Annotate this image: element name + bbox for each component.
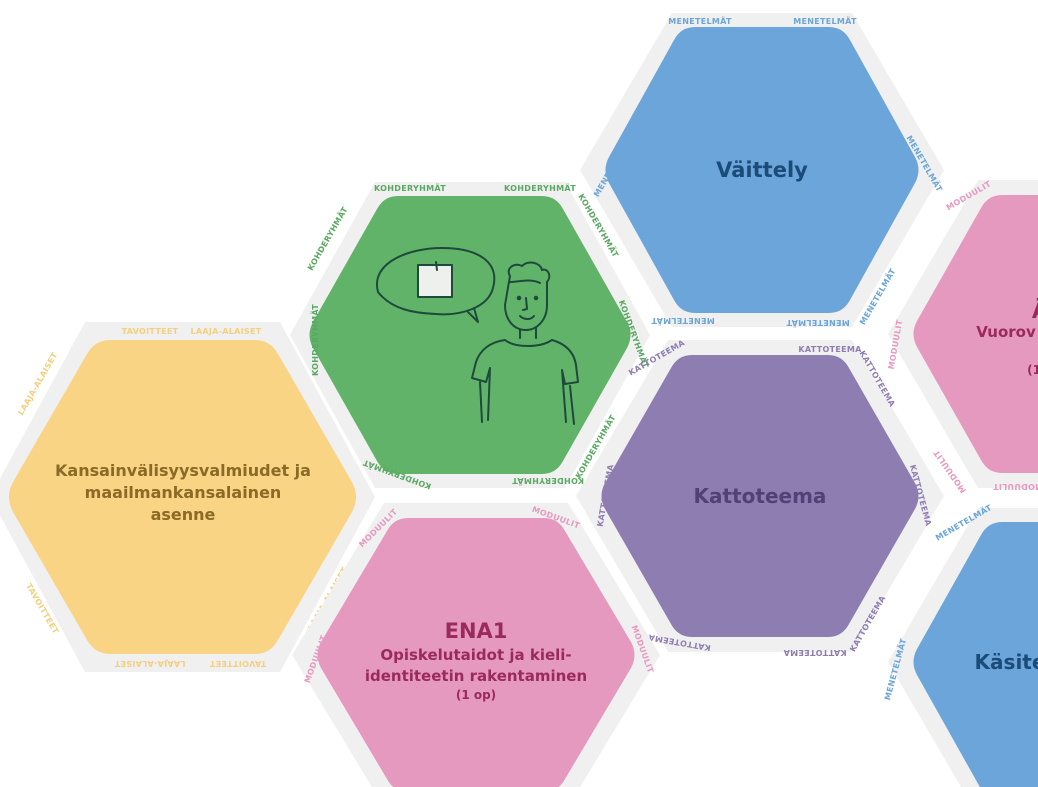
tile-fill [9, 340, 356, 654]
tile-fill [601, 355, 919, 637]
tile-fill [913, 522, 1038, 787]
module-name-line2: identiteetin rakentaminen [365, 667, 587, 685]
module-credits: (1 [1027, 363, 1038, 377]
edge-label: MENETELMÄT [651, 316, 715, 326]
edge-label: KATTOTEEMA [783, 648, 847, 657]
edge-label: TAVOITTEET [122, 327, 179, 336]
edge-label: TAVOITTEET [209, 659, 266, 668]
tile-title: Kansainvälisyysvalmiudet ja [55, 461, 311, 480]
tile-kattoteema[interactable]: KATTOTEEMA KATTOTEEMA KATTOTEEMA KATTOTE… [576, 338, 944, 657]
person-illustration [375, 247, 579, 425]
tile-title-line3: asenne [151, 505, 216, 524]
edge-label: KOHDERYHMÄT [374, 183, 446, 193]
note-icon [417, 264, 453, 298]
tile-ena1[interactable]: MODUULIT MODUULIT MODUULIT MODUULIT ENA1… [292, 503, 660, 787]
edge-label: KOHDERYHMÄT [310, 304, 320, 376]
edge-label: LAAJA-ALAISET [190, 327, 261, 336]
speech-bubble-icon [375, 247, 496, 316]
tile-kohderyhmat[interactable]: KOHDERYHMÄT KOHDERYHMÄT KOHDERYHMÄT KOHD… [290, 182, 651, 492]
tile-title: Käsite [975, 650, 1038, 674]
edge-label: KATTOTEEMA [798, 345, 862, 354]
tile-title-line2: maailmankansalainen [85, 483, 282, 502]
tile-title: Väittely [716, 158, 808, 182]
module-credits: (1 op) [456, 688, 496, 702]
edge-label: MENETELMÄT [793, 16, 857, 26]
edge-label: LAAJA-ALAISET [114, 659, 185, 668]
edge-label: KOHDERYHMÄT [512, 476, 584, 486]
module-name-line1: Vuorov [976, 323, 1036, 341]
edge-label: MODUULIT [993, 482, 1038, 491]
module-code: ENA1 [445, 619, 508, 643]
module-name-line1: Opiskelutaidot ja kieli- [380, 646, 571, 664]
tile-fill [605, 27, 919, 313]
tile-fill [317, 518, 635, 787]
module-code: Ä [1032, 298, 1038, 323]
edge-label: MENETELMÄT [786, 318, 850, 328]
edge-label: KOHDERYHMÄT [504, 183, 576, 193]
tile-fill [913, 195, 1038, 473]
tile-fill [309, 196, 631, 474]
tile-vaittely[interactable]: MENETELMÄT MENETELMÄT MENETELMÄT MENETEL… [580, 13, 945, 328]
tile-title: Kattoteema [694, 484, 827, 508]
edge-label: MENETELMÄT [668, 16, 732, 26]
